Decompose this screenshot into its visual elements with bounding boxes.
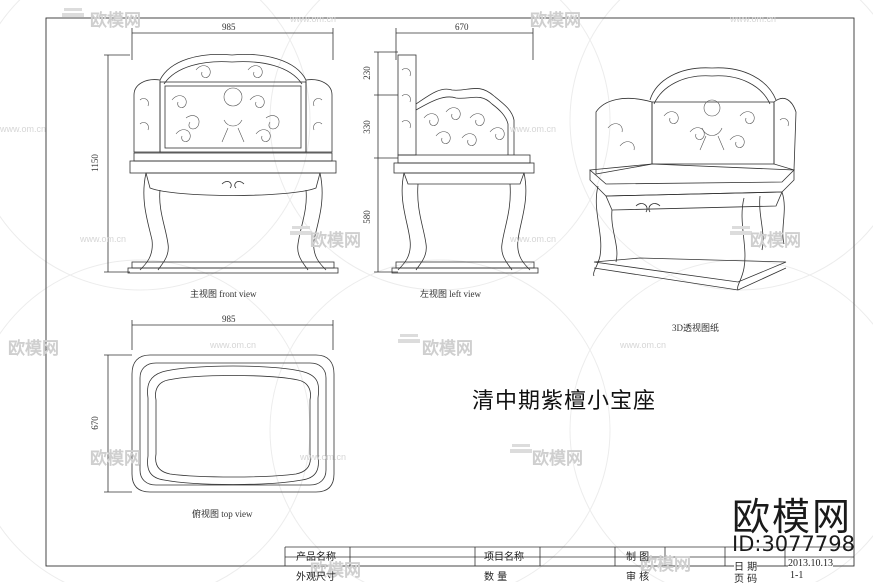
watermark-brand: 欧模网 [640,555,691,575]
brand-id: ID:3077798 [732,532,855,556]
watermark-brand: 欧模网 [532,449,583,469]
front-height-dim: 1150 [89,154,100,172]
product-name-label: 产品名称 [296,552,336,563]
outer-size-label: 外观尺寸 [296,572,336,583]
watermark-site: www.om.cn [620,340,667,350]
brand-logo-text: 欧模网 [732,495,853,539]
watermark-site: www.om.cn [0,124,47,134]
watermark-brand: 欧模网 [422,339,473,359]
watermark-brand: 欧模网 [310,231,361,251]
title-block-grid [284,546,854,566]
watermark-site: www.om.cn [300,452,347,462]
reviewer-label: 审 核 [626,572,650,583]
date-value: 2013.10.13 [788,558,833,569]
left-seg2-dim: 330 [361,120,372,134]
watermark-brand: 欧模网 [530,11,581,31]
watermark-site: www.om.cn [80,234,127,244]
front-view-caption: 主视图 front view [190,289,257,299]
watermark-brand: 欧模网 [90,449,141,469]
watermark-site: www.om.cn [510,234,557,244]
drawing-title: 清中期紫檀小宝座 [472,389,657,414]
page-label: 页 码 [734,574,758,585]
top-width-dim: 985 [222,314,236,324]
page-value: 1-1 [790,570,804,581]
front-width-dim: 985 [222,22,236,32]
project-name-label: 项目名称 [484,552,524,563]
left-seg3-dim: 580 [361,210,372,224]
watermark-brand: 欧模网 [8,339,59,359]
watermark-site: www.om.cn [730,14,777,24]
left-seg1-dim: 230 [361,66,372,80]
watermark-brand: 欧模网 [90,11,141,31]
watermark-brand: 欧模网 [750,231,801,251]
watermark-site: www.om.cn [290,14,337,24]
left-view-drawing [374,28,539,274]
quantity-label: 数 量 [484,572,508,583]
left-depth-dim: 670 [455,22,469,32]
front-view-drawing [104,28,339,274]
watermark-logo-marks [62,8,752,453]
watermark-site: www.om.cn [210,340,257,350]
sheet-border [45,17,855,567]
watermark-site: www.om.cn [510,124,557,134]
maker-label: 制 图 [626,552,650,563]
date-label: 日 期 [734,558,758,573]
watermark-brand: 欧模网 [310,561,361,581]
left-view-caption: 左视图 left view [420,289,481,299]
top-depth-dim: 670 [89,416,100,430]
top-view-drawing [104,320,335,493]
iso-view-caption: 3D透视图纸 [672,323,719,333]
iso-view-drawing [589,67,797,291]
top-view-caption: 俯视图 top view [192,509,253,519]
